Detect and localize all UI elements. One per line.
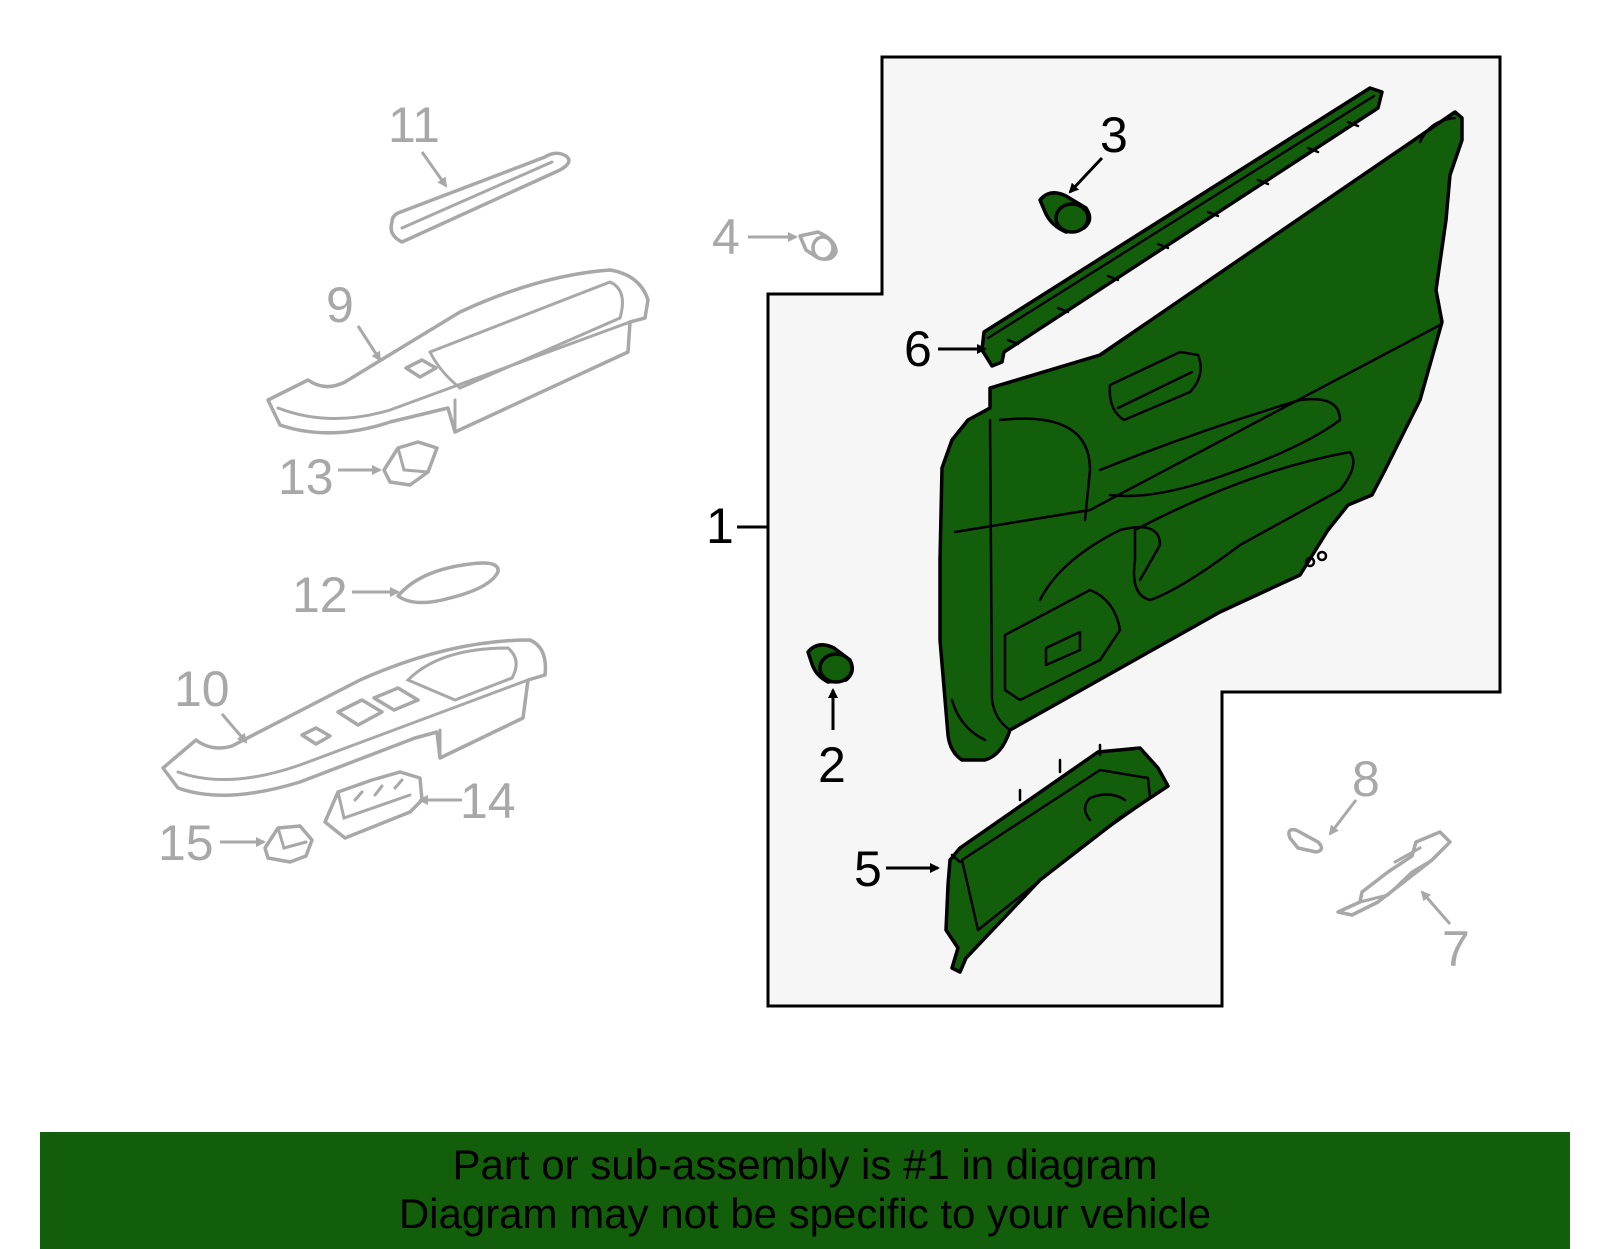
callout-8: 8: [1352, 751, 1380, 807]
callout-4: 4: [712, 209, 740, 265]
leader-3: [1068, 156, 1104, 194]
leader-11: [420, 151, 448, 188]
bracket-7: [1336, 830, 1452, 917]
banner-line-2: Diagram may not be specific to your vehi…: [398, 1190, 1212, 1237]
switch-15: [263, 824, 314, 864]
leader-9: [356, 325, 382, 362]
clip-8: [1287, 827, 1324, 854]
clip-2: [806, 643, 854, 684]
armrest-trim-11: [389, 151, 571, 244]
info-banner: Part or sub-assembly is #1 in diagram Di…: [40, 1132, 1570, 1249]
clip-3: [1038, 191, 1092, 234]
switch-14: [323, 770, 424, 840]
callout-14: 14: [460, 773, 516, 829]
banner-line-1: Part or sub-assembly is #1 in diagram: [452, 1141, 1158, 1188]
leader-10: [220, 713, 248, 744]
callout-11: 11: [388, 97, 440, 153]
callout-1: 1: [706, 498, 734, 554]
callout-15: 15: [158, 815, 214, 871]
leader-7: [1420, 890, 1452, 925]
callout-3: 3: [1100, 107, 1128, 163]
armrest-9: [266, 268, 650, 435]
leader-8: [1328, 799, 1358, 836]
callout-9: 9: [326, 277, 354, 333]
trim-12: [396, 561, 500, 605]
callout-5: 5: [854, 841, 882, 897]
door-trim-panel-1: [938, 110, 1464, 762]
callout-13: 13: [278, 449, 334, 505]
clip-4: [798, 230, 838, 261]
beltline-strip-6: [980, 86, 1384, 368]
switch-13: [382, 440, 439, 487]
callout-6: 6: [904, 321, 932, 377]
callout-2: 2: [818, 737, 846, 793]
callout-7: 7: [1442, 921, 1470, 977]
callout-10: 10: [174, 661, 230, 717]
callout-12: 12: [292, 567, 348, 623]
armrest-10: [161, 638, 548, 797]
map-pocket-5: [944, 743, 1170, 974]
